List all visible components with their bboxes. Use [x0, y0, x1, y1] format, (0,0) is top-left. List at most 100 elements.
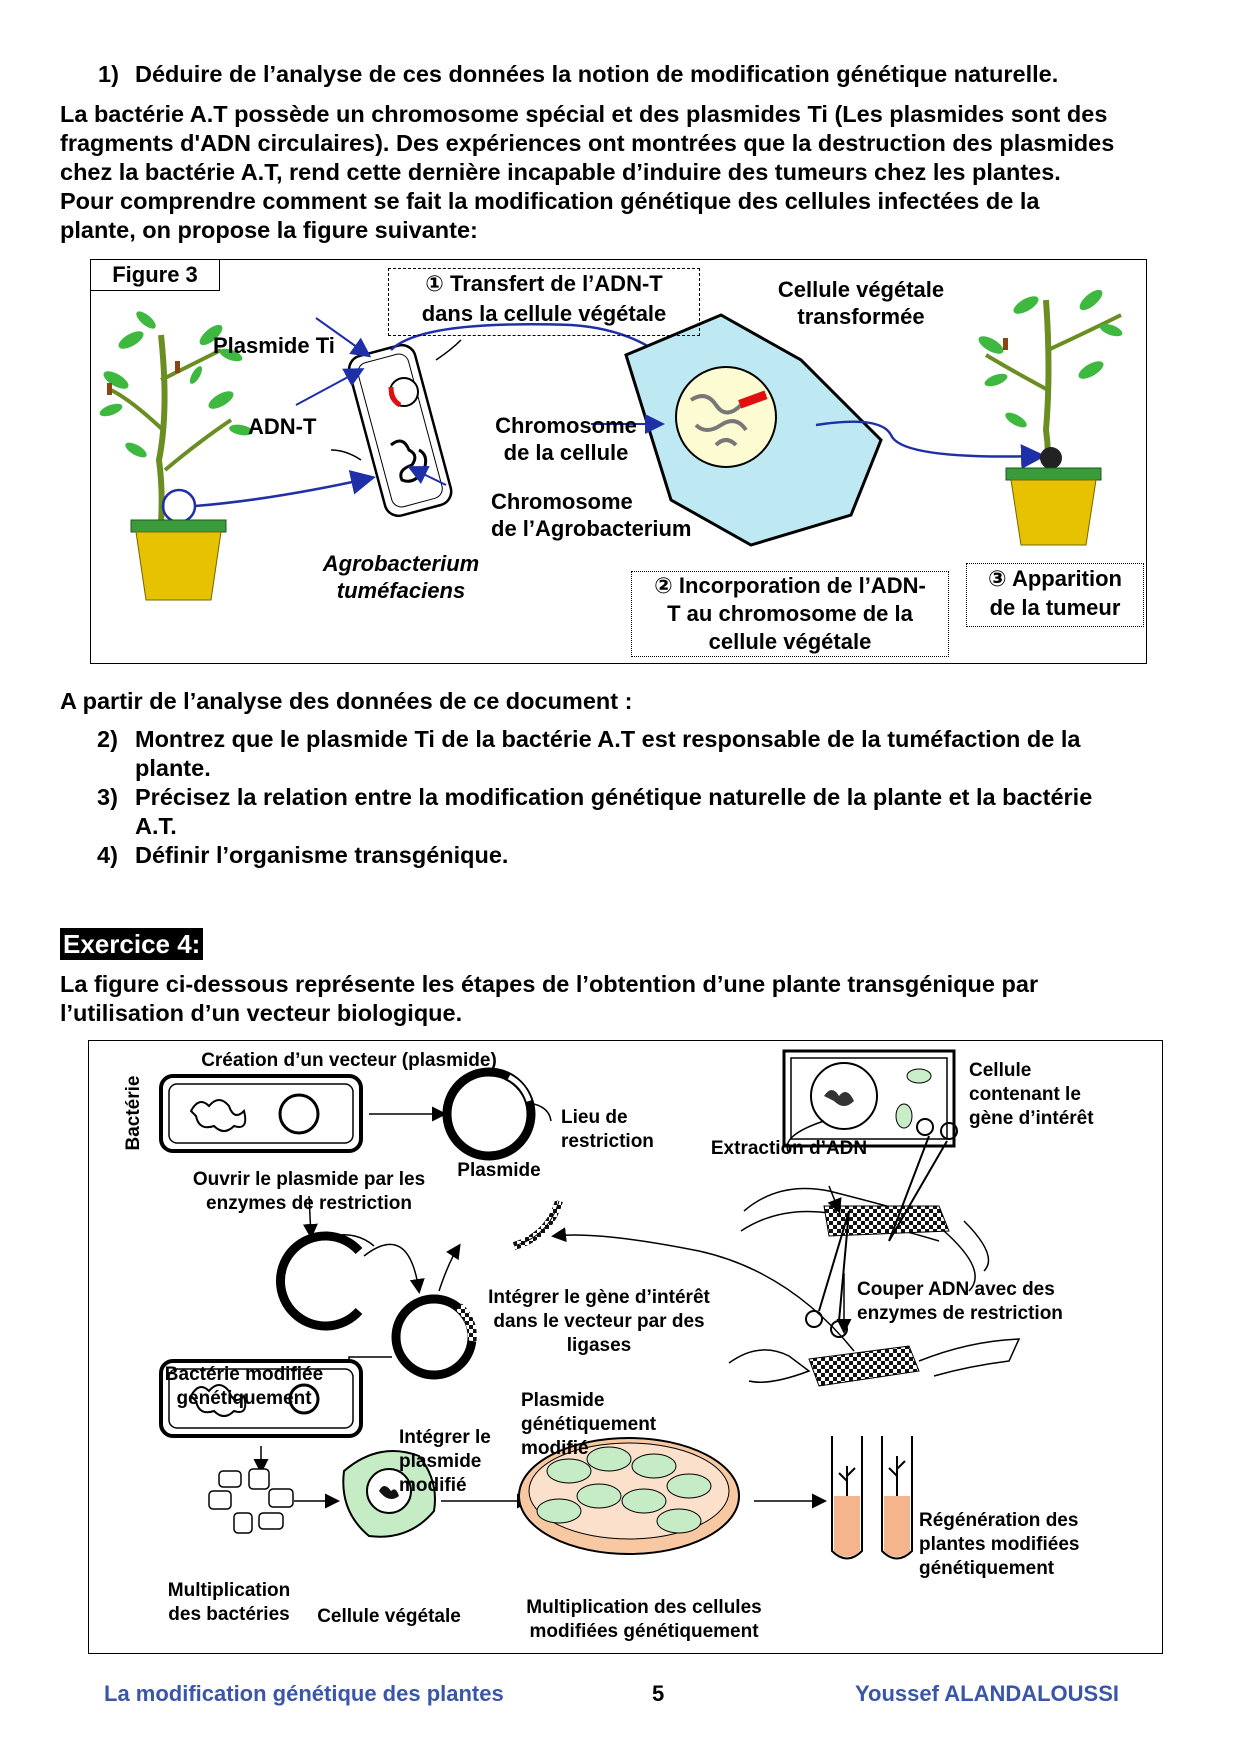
- regeneration-line: génétiquement: [919, 1558, 1055, 1579]
- open-plasmid-line: Ouvrir le plasmide par les: [192, 1169, 426, 1190]
- integrate-plasmid-line: modifié: [399, 1475, 467, 1496]
- donor-cell-line: Cellule: [969, 1060, 1032, 1081]
- donor-cell-label: Cellule contenant le gène d’intérêt: [969, 1059, 1094, 1131]
- question-2: 2) Montrez que le plasmide Ti de la bacté…: [60, 725, 1190, 783]
- figure-4: Création d’un vecteur (plasmide) Bactéri…: [88, 1040, 1163, 1654]
- integrate-gene-line: ligases: [566, 1335, 632, 1356]
- step-3-line: ③ Apparition: [988, 566, 1122, 591]
- figure-3-title: Figure 3: [91, 260, 220, 291]
- step-3-label: ③ Apparition de la tumeur: [966, 563, 1144, 627]
- plasmid-illustration: [442, 1067, 552, 1161]
- agrobacterium-line: Agrobacterium: [322, 551, 480, 576]
- plant-cell-illustration: [624, 313, 883, 547]
- restriction-site-line: restriction: [561, 1131, 654, 1152]
- lead-text: A partir de l’analyse des données de ce …: [60, 688, 633, 714]
- modified-plasmid-line: génétiquement: [521, 1414, 657, 1435]
- integrate-gene-label: Intégrer le gène d’intérêt dans le vecte…: [469, 1286, 729, 1358]
- modified-bacterium-illustration: [159, 1359, 363, 1438]
- integrate-plasmid-label: Intégrer le plasmide modifié: [399, 1426, 491, 1498]
- chromosome-agro-line: Chromosome: [491, 489, 633, 514]
- integrate-plasmid-line: plasmide: [399, 1451, 482, 1472]
- extraction-label: Extraction d’ADN: [710, 1138, 868, 1159]
- integrate-gene-line: Intégrer le gène d’intérêt: [488, 1287, 710, 1308]
- question-line: A.T.: [135, 813, 177, 839]
- modified-bacterium-line: Bactérie modifiée: [164, 1364, 324, 1385]
- question-number: 2): [97, 726, 118, 752]
- figure-3: Figure 3 ① Transfert de l’ADN-T dans la …: [90, 259, 1147, 664]
- bacteria-multiplication-line: des bactéries: [168, 1604, 290, 1625]
- footer-left: La modification génétique des plantes: [104, 1681, 504, 1706]
- chromosome-cell-label: Chromosome de la cellule: [486, 412, 646, 466]
- restriction-site-line: Lieu de: [561, 1107, 628, 1128]
- question-number: 4): [97, 842, 118, 868]
- intro-line: Pour comprendre comment se fait la modif…: [60, 188, 1040, 214]
- cut-dna-line: enzymes de restriction: [857, 1303, 1063, 1324]
- dna-cutting-illustration: [740, 1118, 990, 1338]
- test-tubes-illustration: [831, 1436, 913, 1560]
- agrobacterium-label: Agrobacterium tuméfaciens: [301, 550, 501, 604]
- step-2-label: ② Incorporation de l’ADN- T au chromosom…: [631, 571, 949, 657]
- plant-right-illustration: [978, 289, 1123, 546]
- modified-bacterium-label: Bactérie modifiée génétiquement: [144, 1363, 344, 1411]
- bacteria-multiplication-line: Multiplication: [167, 1580, 291, 1601]
- step-1-label: ① Transfert de l’ADN-T dans la cellule v…: [388, 268, 700, 336]
- bacterium-illustration: [159, 1074, 363, 1153]
- chromosome-cell-line: de la cellule: [503, 440, 629, 465]
- transformed-cell-label: Cellule végétale transformée: [751, 276, 971, 330]
- intro-paragraph: La bactérie A.T possède un chromosome sp…: [60, 100, 1190, 245]
- plant-cell-label: Cellule végétale: [317, 1606, 461, 1627]
- question-number: 1): [98, 61, 119, 87]
- cell-multiplication-line: Multiplication des cellules: [526, 1597, 762, 1618]
- restriction-site-label: Lieu de restriction: [561, 1106, 654, 1154]
- modified-plasmid-line: Plasmide: [521, 1390, 605, 1411]
- adn-t-label: ADN-T: [248, 414, 317, 439]
- step-2-line: ② Incorporation de l’ADN-: [654, 573, 926, 598]
- regeneration-label: Régénération des plantes modifiées génét…: [919, 1509, 1080, 1581]
- question-line: Précisez la relation entre la modificati…: [135, 784, 1093, 810]
- integrate-plasmid-line: Intégrer le: [399, 1427, 491, 1448]
- cell-multiplication-label: Multiplication des cellules modifiées gé…: [509, 1596, 779, 1644]
- question-3: 3)Précisez la relation entre la modifica…: [60, 783, 1190, 841]
- step-1-line: dans la cellule végétale: [421, 301, 667, 326]
- cell-multiplication-line: modifiées génétiquement: [529, 1621, 759, 1642]
- exercise-intro-line: La figure ci-dessous représente les étap…: [60, 971, 1039, 997]
- bacterie-label: Bactérie: [123, 1075, 144, 1151]
- plant-cell-green-illustration: [342, 1450, 436, 1538]
- modified-bacterium-line: génétiquement: [176, 1388, 312, 1409]
- intro-line: fragments d'ADN circulaires). Des expéri…: [60, 130, 1115, 156]
- bacteria-multiplication-label: Multiplication des bactéries: [129, 1579, 329, 1627]
- step-3-line: de la tumeur: [989, 595, 1121, 620]
- step-2-line: cellule végétale: [708, 629, 872, 654]
- question-4: 4) Définir l’organisme transgénique.: [60, 841, 1190, 870]
- gene-fragment-illustration: [728, 1338, 1021, 1387]
- intro-line: La bactérie A.T possède un chromosome sp…: [60, 101, 1108, 127]
- modified-plasmid-line: modifié: [521, 1438, 589, 1459]
- creation-vector-label: Création d’un vecteur (plasmide): [201, 1050, 497, 1071]
- donor-cell-line: gène d’intérêt: [969, 1108, 1094, 1129]
- intro-line: chez la bactérie A.T, rend cette dernièr…: [60, 159, 1061, 185]
- agrobacterium-illustration: [330, 339, 462, 518]
- open-plasmid-illustration: [276, 1231, 375, 1331]
- agrobacterium-line: tuméfaciens: [336, 578, 466, 603]
- modified-plasmid-label: Plasmide génétiquement modifié: [521, 1389, 656, 1461]
- question-line: Montrez que le plasmide Ti de la bactéri…: [135, 726, 1081, 752]
- intro-line: plante, on propose la figure suivante:: [60, 217, 478, 243]
- step-2-line: T au chromosome de la: [667, 601, 913, 626]
- donor-cell-line: contenant le: [969, 1084, 1081, 1105]
- chromosome-agro-line: de l’Agrobacterium: [491, 516, 692, 541]
- footer-author: Youssef ALANDALOUSSI: [855, 1681, 1120, 1706]
- chromosome-cell-line: Chromosome: [495, 413, 637, 438]
- question-text: Déduire de l’analyse de ces données la n…: [135, 61, 1059, 87]
- plasmid-label: Plasmide: [457, 1160, 541, 1181]
- question-line: plante.: [135, 755, 211, 781]
- chromosome-agro-label: Chromosome de l’Agrobacterium: [491, 488, 691, 542]
- figure-4-drawing: [159, 1049, 1021, 1560]
- question-line: Définir l’organisme transgénique.: [135, 842, 509, 868]
- plasmid-ti-label: Plasmide Ti: [213, 333, 335, 358]
- open-plasmid-line: enzymes de restriction: [206, 1193, 412, 1214]
- regeneration-line: plantes modifiées: [919, 1534, 1080, 1555]
- question-list: 2) Montrez que le plasmide Ti de la bacté…: [60, 725, 1190, 870]
- cut-dna-line: Couper ADN avec des: [857, 1279, 1055, 1300]
- modified-plasmid-illustration: [391, 1294, 477, 1380]
